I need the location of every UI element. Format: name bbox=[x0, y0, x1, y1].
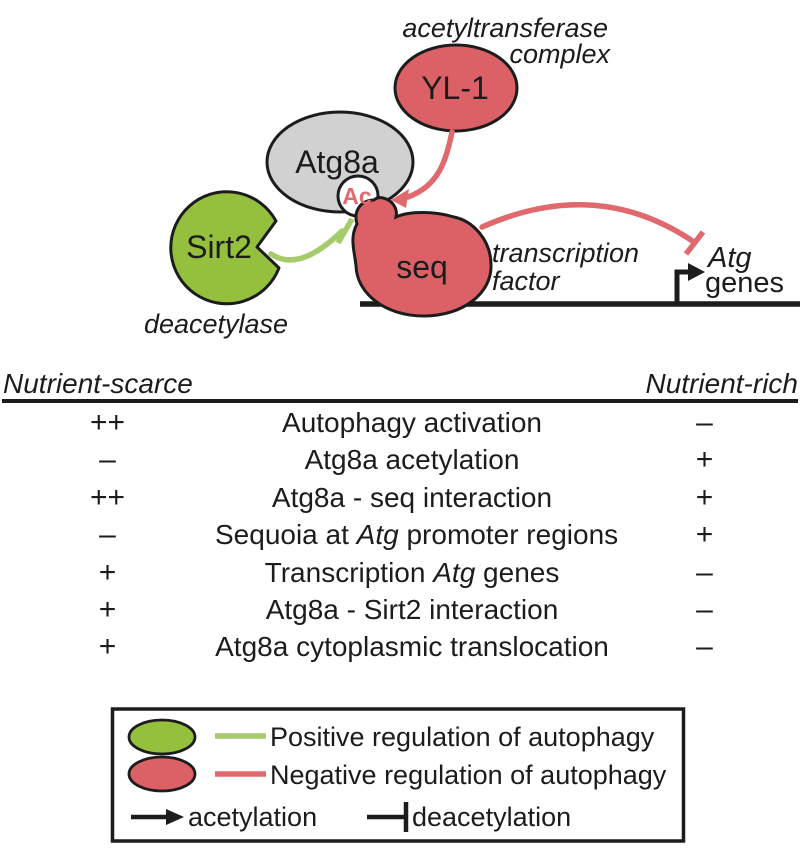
row-label-italic: Atg bbox=[356, 519, 399, 551]
scarce-value: – bbox=[99, 518, 116, 552]
header-nutrient-rich: Nutrient-rich bbox=[645, 368, 798, 399]
row-label-text: Atg8a cytoplasmic translocation bbox=[215, 631, 609, 663]
table-header-rule bbox=[2, 399, 798, 403]
table-row: + Atg8a cytoplasmic translocation – bbox=[0, 628, 800, 665]
rich-value: – bbox=[696, 630, 713, 664]
rich-value: + bbox=[695, 480, 714, 514]
legend-positive-label: Positive regulation of autophagy bbox=[270, 722, 655, 752]
yl1-acetylation-arrow bbox=[405, 129, 455, 200]
row-label: Atg8a - seq interaction bbox=[215, 479, 609, 516]
seq-inhibition-tbar-icon bbox=[683, 230, 706, 256]
row-label: Autophagy activation bbox=[215, 404, 609, 441]
table-row: + Atg8a - Sirt2 interaction – bbox=[0, 591, 800, 628]
table-row: – Atg8a acetylation + bbox=[0, 441, 800, 478]
row-label-text: genes bbox=[475, 556, 560, 588]
promoter-bent-arrow bbox=[674, 269, 690, 303]
rich-value: – bbox=[696, 592, 713, 626]
scarce-value: + bbox=[98, 630, 117, 664]
legend-deacetylation-label: deacetylation bbox=[412, 802, 571, 832]
legend-negative-label: Negative regulation of autophagy bbox=[270, 760, 667, 790]
table-row: ++ Autophagy activation – bbox=[0, 404, 800, 441]
sirt2-node-label: Sirt2 bbox=[186, 229, 252, 265]
rich-value: + bbox=[695, 518, 714, 552]
row-label-text: Transcription bbox=[264, 556, 434, 588]
row-label: Atg8a acetylation bbox=[215, 441, 609, 478]
atg8a-node-label: Atg8a bbox=[295, 144, 379, 180]
row-label-text: Atg8a acetylation bbox=[304, 444, 520, 476]
transcription-factor-label-line2: factor bbox=[492, 266, 561, 296]
yl1-node-label: YL-1 bbox=[421, 70, 489, 106]
acetyltransferase-label-line1: acetyltransferase bbox=[402, 13, 608, 43]
legend-red-ellipse-icon bbox=[127, 755, 197, 793]
row-label-italic: Atg bbox=[433, 556, 476, 588]
legend-acetylation-arrowhead-icon bbox=[166, 809, 184, 825]
sirt2-node bbox=[169, 190, 281, 306]
seq-node bbox=[351, 196, 493, 318]
row-label-text: Sequoia at bbox=[215, 519, 357, 551]
transcription-factor-label-line1: transcription bbox=[492, 238, 639, 268]
acetyltransferase-label-line2: complex bbox=[509, 39, 611, 69]
atg-genes-label-line2: genes bbox=[705, 267, 784, 299]
header-nutrient-scarce: Nutrient-scarce bbox=[3, 368, 193, 399]
comparison-table: ++ Autophagy activation – – Atg8a acetyl… bbox=[0, 404, 800, 666]
sirt2-deacetylation-arc bbox=[268, 228, 345, 263]
row-label: Sequoia at Atg promoter regions bbox=[215, 516, 618, 553]
seq-inhibition-arc bbox=[479, 202, 697, 245]
row-label-text: Atg8a - Sirt2 interaction bbox=[265, 593, 559, 625]
rich-value: + bbox=[695, 443, 714, 477]
scarce-value: ++ bbox=[89, 406, 126, 439]
atg-genes-label-line1: Atg bbox=[706, 242, 752, 274]
seq-node-label: seq bbox=[396, 249, 448, 285]
table-header: Nutrient-scarce Nutrient-rich bbox=[3, 366, 798, 400]
table-row: ++ Atg8a - seq interaction + bbox=[0, 479, 800, 516]
scarce-value: + bbox=[98, 592, 117, 626]
yl1-acetylation-arrowhead-icon bbox=[391, 189, 409, 208]
rich-value: – bbox=[696, 406, 713, 439]
legend-acetylation-label: acetylation bbox=[188, 802, 317, 832]
row-label-text: Autophagy activation bbox=[282, 407, 542, 438]
scarce-value: – bbox=[99, 443, 116, 477]
scarce-value: ++ bbox=[89, 480, 126, 514]
row-label-text: promoter regions bbox=[398, 519, 619, 551]
promoter-arrowhead-icon bbox=[688, 263, 705, 281]
row-label: Transcription Atg genes bbox=[215, 554, 609, 591]
ac-label: Ac bbox=[342, 183, 372, 209]
legend-green-ellipse-icon bbox=[127, 718, 197, 756]
scarce-value: + bbox=[98, 555, 117, 589]
row-label: Atg8a cytoplasmic translocation bbox=[215, 628, 609, 665]
table-row: + Transcription Atg genes – bbox=[0, 554, 800, 591]
row-label: Atg8a - Sirt2 interaction bbox=[215, 591, 609, 628]
table-row: – Sequoia at Atg promoter regions + bbox=[0, 516, 800, 553]
row-label-text: Atg8a - seq interaction bbox=[271, 481, 553, 513]
sirt2-deacetylation-tbar-icon bbox=[335, 217, 355, 245]
rich-value: – bbox=[696, 555, 713, 589]
yl1-node bbox=[393, 43, 519, 133]
deacetylase-label: deacetylase bbox=[144, 309, 288, 339]
